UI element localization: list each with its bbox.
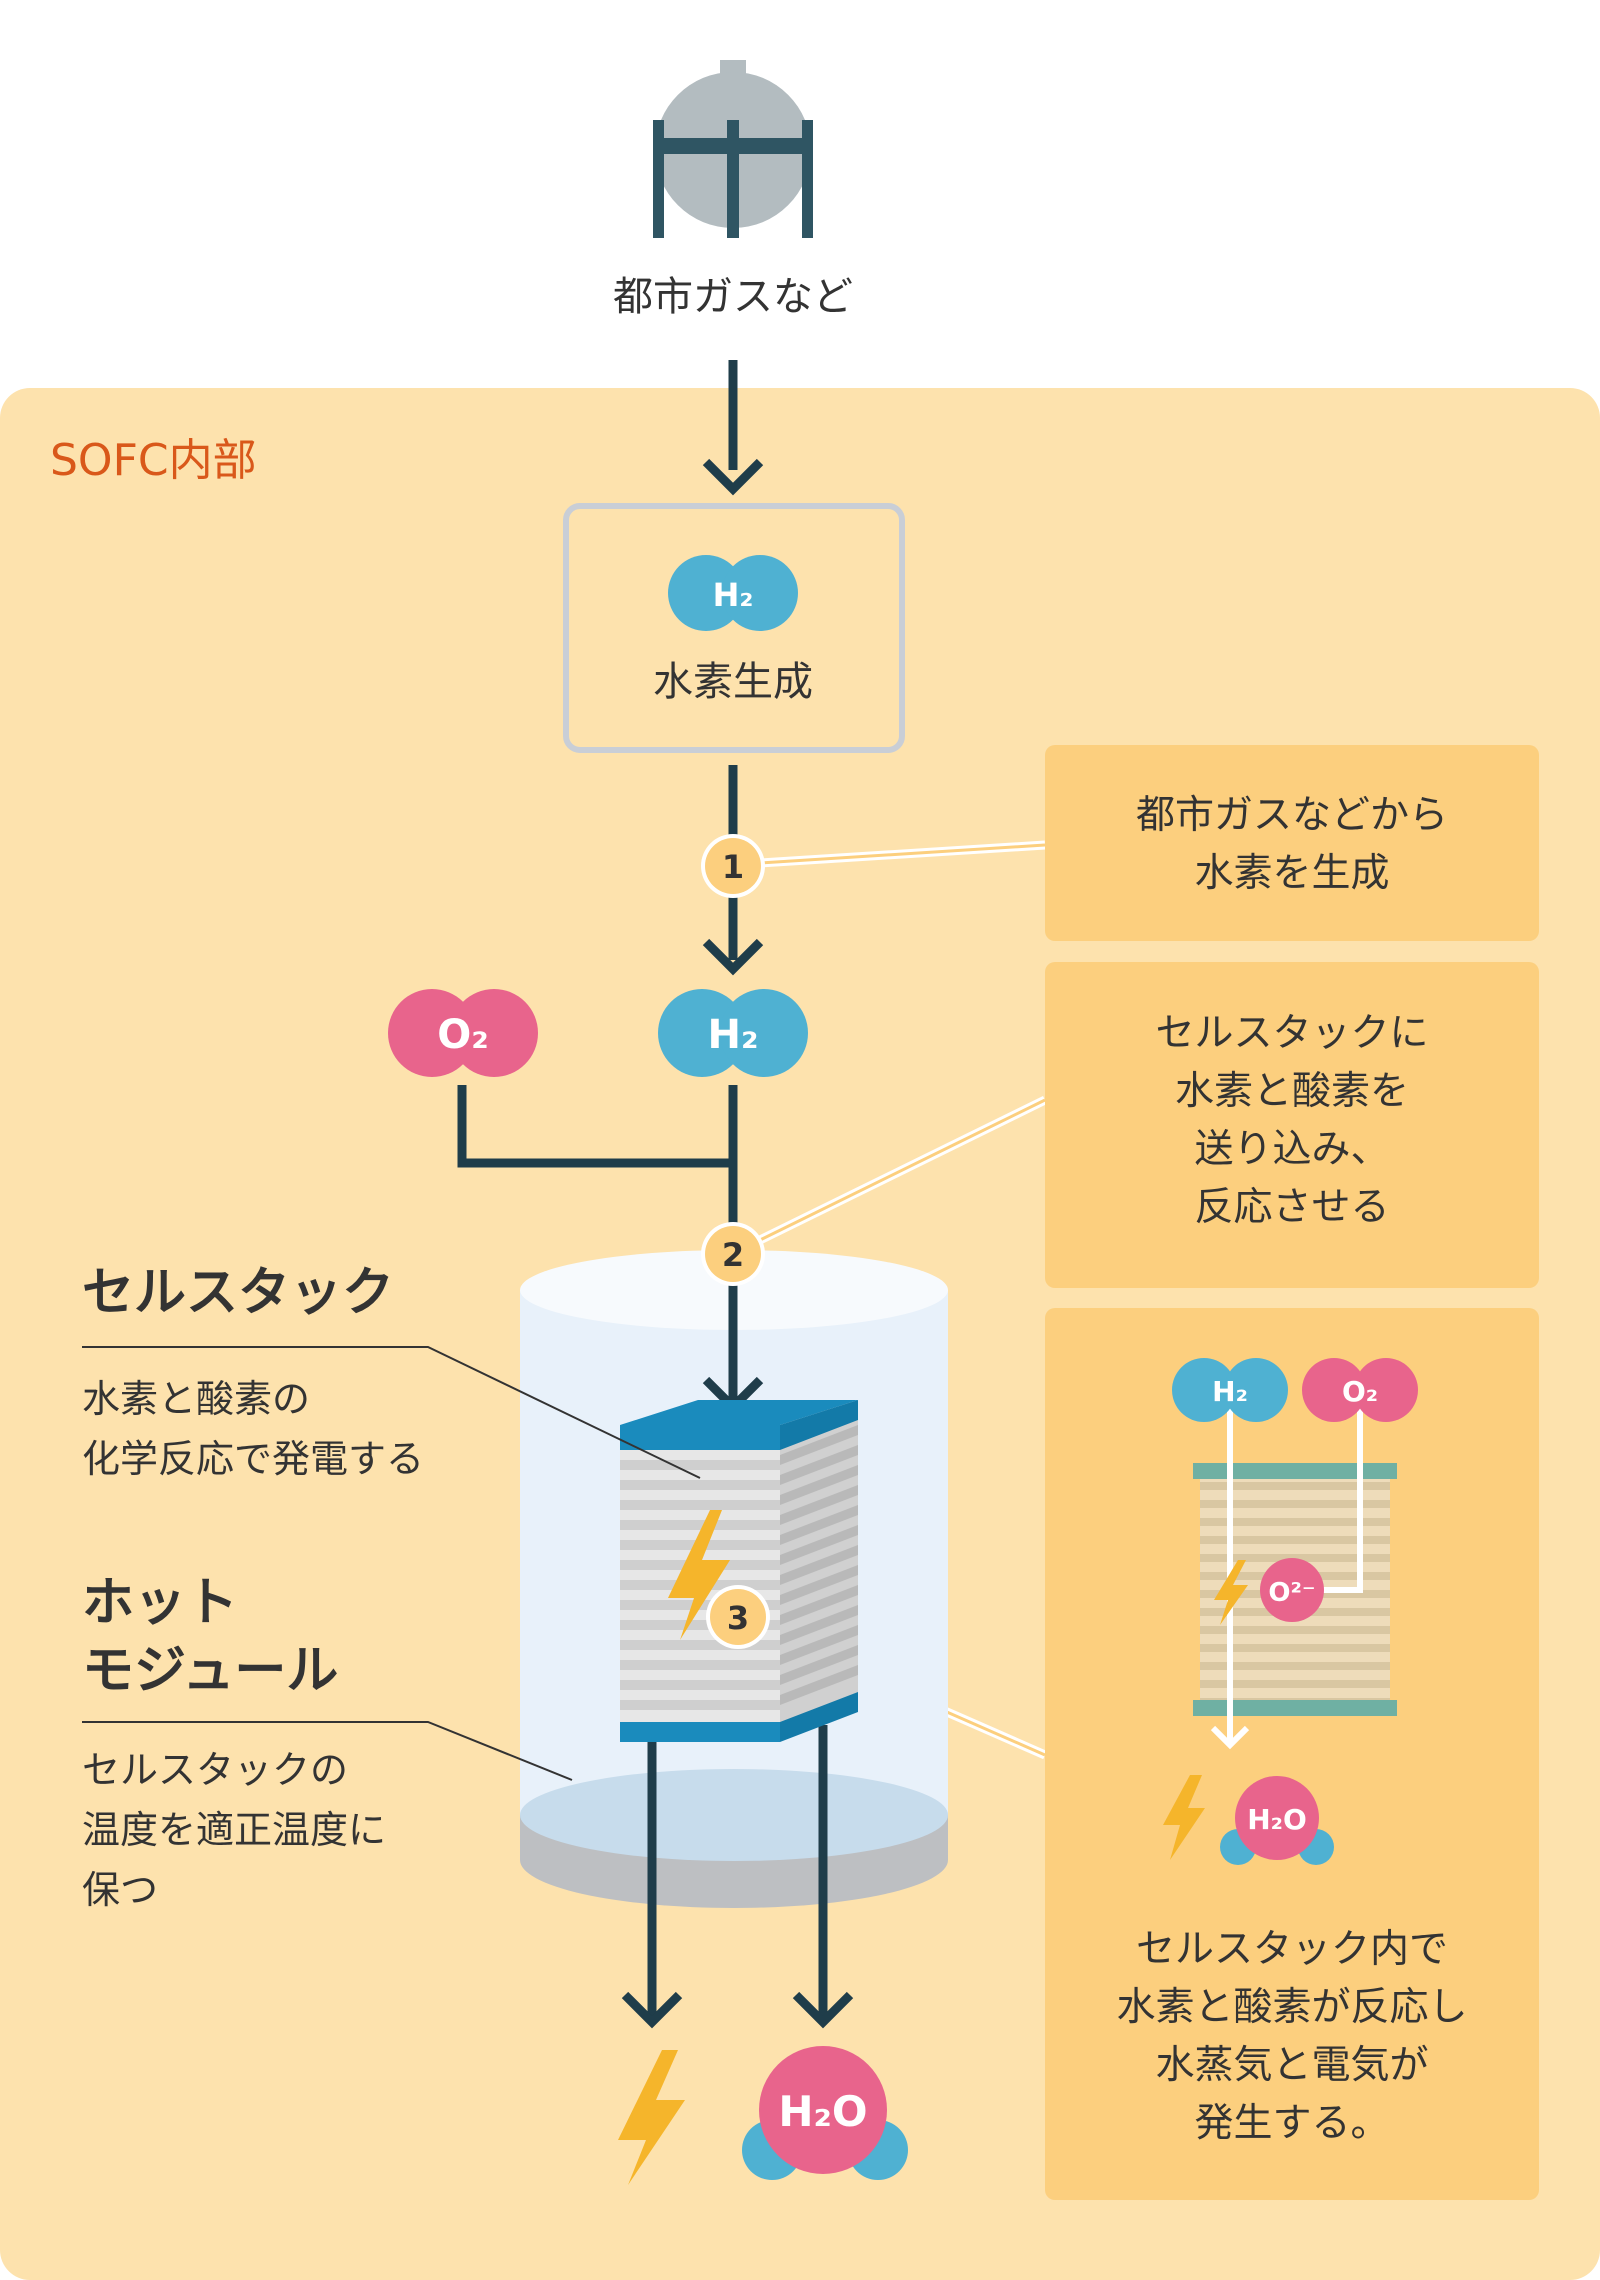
svg-text:H₂O: H₂O	[1247, 1803, 1307, 1836]
h2-molecule: H₂	[658, 989, 808, 1077]
svg-text:発生する。: 発生する。	[1194, 2101, 1389, 2146]
gas-tank-icon	[653, 60, 813, 238]
h2-molecule-small: H₂	[668, 555, 798, 631]
electricity-output-icon	[618, 2050, 685, 2185]
hot-module-desc-2: 温度を適正温度に	[82, 1808, 386, 1852]
hot-module-annotation: ホット モジュール セルスタックの 温度を適正温度に 保つ	[82, 1573, 573, 1912]
o2-ion-mini: O²⁻	[1260, 1558, 1324, 1622]
lightning-output-mini-icon	[1163, 1775, 1205, 1860]
o2-molecule-mini: O₂	[1302, 1358, 1418, 1422]
svg-text:セルスタック内で: セルスタック内で	[1136, 1927, 1448, 1972]
lightning-icon	[668, 1510, 730, 1640]
reformer-label: 水素生成	[653, 659, 813, 705]
hot-module-title-2: モジュール	[82, 1641, 338, 1701]
cell-stack-title: セルスタック	[82, 1263, 394, 1323]
hot-module-desc-3: 保つ	[82, 1868, 158, 1912]
o2-molecule: O₂	[388, 989, 538, 1077]
arrow-gas-to-reformer	[702, 345, 764, 496]
leader-line-2	[758, 1095, 1047, 1245]
h2o-molecule-output: H₂O	[742, 2046, 908, 2180]
svg-text:O²⁻: O²⁻	[1268, 1578, 1315, 1608]
svg-text:2: 2	[722, 1236, 744, 1274]
svg-text:水素を生成: 水素を生成	[1194, 851, 1389, 896]
hot-module-desc-1: セルスタックの	[82, 1748, 348, 1792]
svg-text:H₂: H₂	[708, 1012, 759, 1058]
source-label: 都市ガスなど	[613, 274, 853, 320]
leader-line-1	[759, 840, 1046, 868]
h2-molecule-mini: H₂	[1172, 1358, 1288, 1422]
svg-text:反応させる: 反応させる	[1194, 1185, 1389, 1230]
stack-output-legs	[621, 1725, 854, 2029]
svg-text:セルスタックに: セルスタックに	[1155, 1011, 1428, 1056]
step-2-badge: 2	[701, 1222, 765, 1286]
svg-text:送り込み、: 送り込み、	[1194, 1127, 1389, 1172]
svg-text:O₂: O₂	[1342, 1375, 1378, 1408]
step-3-box: H₂ O₂ O²⁻ H₂O セルスタック内で 水素と酸素が反応し 水蒸気と電気が	[1045, 1308, 1539, 2200]
svg-text:3: 3	[727, 1599, 749, 1637]
step-3-badge: 3	[706, 1585, 770, 1649]
h2o-molecule-mini: H₂O	[1220, 1776, 1334, 1865]
reformer-box: H₂ 水素生成	[563, 503, 905, 753]
pipe-o2-h2-merge	[457, 1085, 733, 1168]
cell-stack-block	[620, 1400, 858, 1742]
svg-text:H₂: H₂	[713, 576, 754, 614]
step-2-box: セルスタックに 水素と酸素を 送り込み、 反応させる	[1045, 962, 1539, 1288]
section-label: SOFC内部	[50, 435, 257, 486]
svg-text:1: 1	[722, 848, 744, 886]
lightning-mini-icon	[1214, 1560, 1248, 1625]
svg-text:都市ガスなどから: 都市ガスなどから	[1136, 793, 1448, 838]
svg-text:H₂O: H₂O	[778, 2087, 867, 2136]
cell-stack-annotation: セルスタック 水素と酸素の 化学反応で発電する	[82, 1263, 701, 1481]
svg-text:水蒸気と電気が: 水蒸気と電気が	[1155, 2043, 1428, 2088]
step-1-box: 都市ガスなどから 水素を生成	[1045, 745, 1539, 941]
svg-text:水素と酸素を: 水素と酸素を	[1175, 1069, 1409, 1114]
svg-text:水素と酸素が反応し: 水素と酸素が反応し	[1116, 1985, 1467, 2030]
svg-text:O₂: O₂	[437, 1012, 489, 1058]
cell-stack-desc-1: 水素と酸素の	[82, 1377, 310, 1421]
cell-stack-desc-2: 化学反応で発電する	[82, 1437, 424, 1481]
step-1-badge: 1	[701, 834, 765, 898]
reaction-illustration: H₂ O₂ O²⁻ H₂O	[1163, 1358, 1418, 1865]
hot-module-title-1: ホット	[82, 1573, 238, 1633]
svg-text:H₂: H₂	[1212, 1375, 1248, 1408]
